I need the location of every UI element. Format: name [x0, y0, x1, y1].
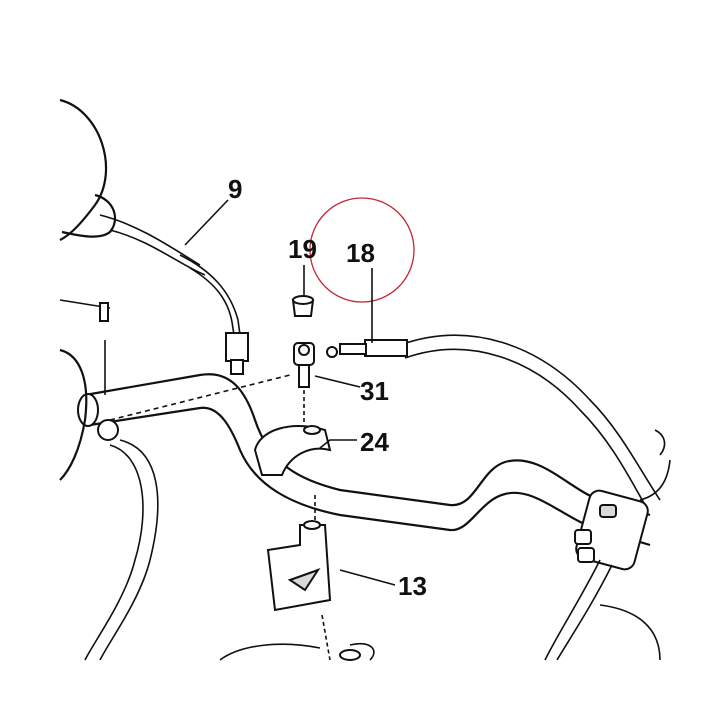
left-cable: [84, 439, 159, 661]
left-fitting-nut: [97, 419, 119, 441]
callout-18: 18: [346, 238, 375, 268]
part-31-bolt: [293, 342, 315, 425]
cable-end: [339, 343, 367, 355]
left-reservoir: [59, 98, 206, 276]
brake-line-fitting: [225, 332, 249, 362]
callout-24: 24: [360, 427, 389, 457]
brake-line-thread: [230, 359, 244, 375]
handlebar-left-end: [77, 393, 99, 427]
throttle-cable: [326, 334, 661, 506]
part-19-cap: [291, 295, 315, 317]
left-grip-assembly: [59, 299, 119, 481]
part-24-upper-clamp: [253, 425, 332, 476]
brake-line: [179, 254, 249, 375]
highlight-circle: [309, 197, 415, 303]
part-13-lower-clamp: [266, 495, 332, 661]
centre-line: [109, 374, 291, 421]
handlebar: [77, 373, 651, 547]
callout-13: 13: [398, 571, 427, 601]
right-cable: [544, 559, 661, 661]
callout-9: 9: [228, 174, 242, 204]
leader-lines: [184, 199, 396, 586]
callout-19: 19: [288, 234, 317, 264]
cable-nipple: [326, 346, 338, 358]
callout-31: 31: [360, 376, 389, 406]
right-switch-housing: [574, 429, 671, 571]
bottom-yoke: [219, 642, 375, 661]
